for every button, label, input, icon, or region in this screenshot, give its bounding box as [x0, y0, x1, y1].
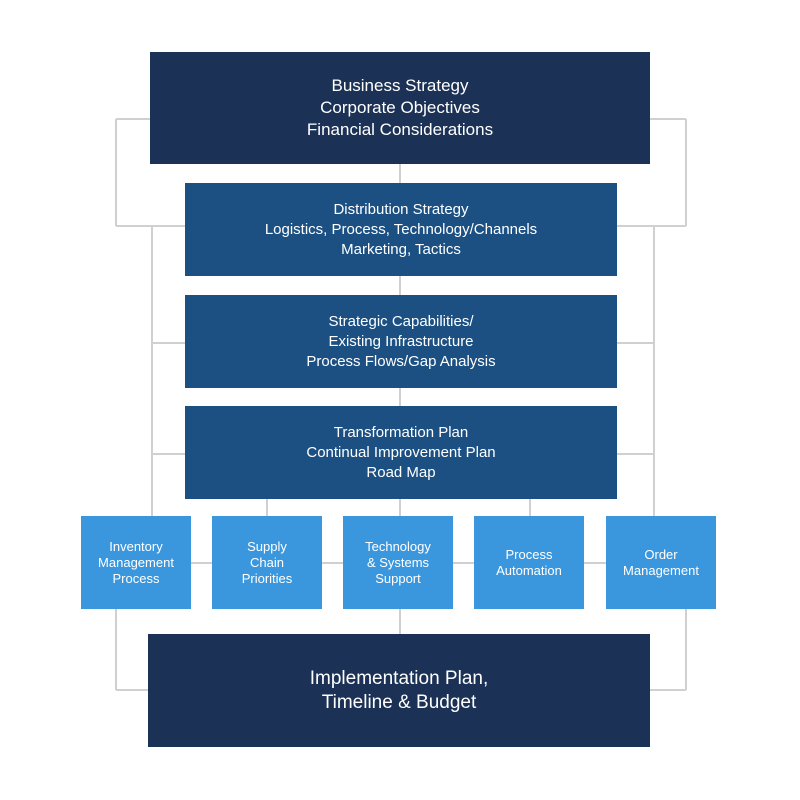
- box-line: Marketing, Tactics: [341, 240, 461, 258]
- implementation-plan-box: Implementation Plan, Timeline & Budget: [148, 634, 650, 747]
- box-line: Process Flows/Gap Analysis: [306, 352, 496, 370]
- process-automation-box: Process Automation: [474, 516, 584, 609]
- box-line: Implementation Plan,: [309, 667, 489, 689]
- business-strategy-box: Business Strategy Corporate Objectives F…: [150, 52, 650, 164]
- box-line: Management: [98, 554, 174, 570]
- box-line: Existing Infrastructure: [328, 332, 474, 350]
- box-line: Transformation Plan: [333, 423, 469, 441]
- box-line: Supply: [247, 538, 287, 554]
- box-line: Process: [505, 546, 553, 562]
- transformation-plan-box: Transformation Plan Continual Improvemen…: [185, 406, 617, 499]
- box-line: Corporate Objectives: [320, 98, 480, 117]
- strategic-capabilities-box: Strategic Capabilities/ Existing Infrast…: [185, 295, 617, 388]
- box-line: Order: [644, 546, 678, 562]
- box-line: Business Strategy: [331, 76, 469, 95]
- box-line: Financial Considerations: [306, 120, 494, 139]
- box-line: Support: [375, 570, 421, 586]
- distribution-strategy-box: Distribution Strategy Logistics, Process…: [185, 183, 617, 276]
- box-line: Distribution Strategy: [333, 200, 469, 218]
- box-line: Technology: [365, 538, 431, 554]
- box-line: & Systems: [366, 554, 430, 570]
- box-line: Automation: [496, 562, 562, 578]
- box-line: Chain: [250, 554, 284, 570]
- box-line: Logistics, Process, Technology/Channels: [264, 220, 538, 238]
- box-line: Strategic Capabilities/: [328, 312, 474, 330]
- box-line: Road Map: [366, 463, 436, 481]
- inventory-management-box: Inventory Management Process: [81, 516, 191, 609]
- box-line: Timeline & Budget: [321, 691, 477, 713]
- technology-systems-box: Technology & Systems Support: [343, 516, 453, 609]
- box-line: Priorities: [241, 570, 293, 586]
- box-line: Inventory: [109, 538, 163, 554]
- box-line: Management: [623, 562, 699, 578]
- order-management-box: Order Management: [606, 516, 716, 609]
- box-line: Process: [112, 570, 160, 586]
- supply-chain-box: Supply Chain Priorities: [212, 516, 322, 609]
- box-line: Continual Improvement Plan: [306, 443, 496, 461]
